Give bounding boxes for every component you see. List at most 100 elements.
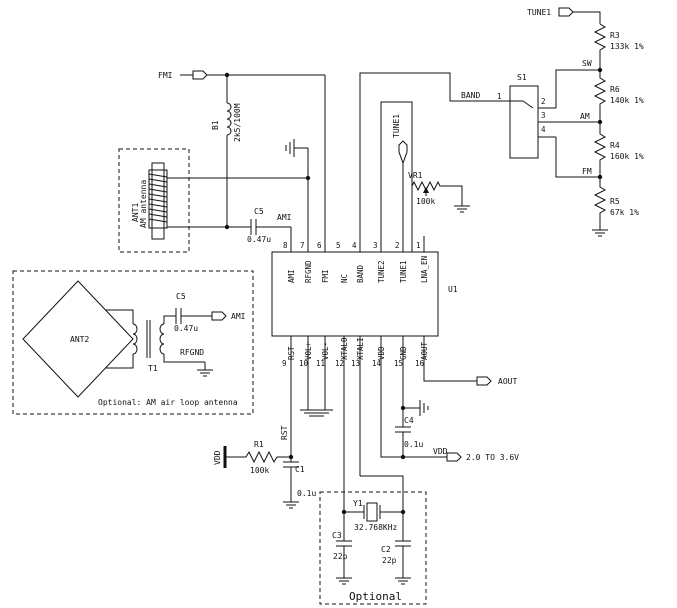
aout-net-label: AOUT: [498, 377, 517, 386]
r3-value: 133k 1%: [610, 42, 644, 51]
ic-bottom-pin-number: 13: [351, 359, 360, 368]
fmi-port: [180, 70, 208, 80]
ant1-ref: ANT1: [131, 203, 140, 222]
r4-ref: R4: [610, 141, 620, 150]
c2-ref: C2: [381, 545, 391, 554]
rst-net-label: RST: [280, 425, 289, 440]
ic-top-pin-name: AMI: [287, 269, 296, 283]
ic-bottom-pin-number: 15: [394, 359, 403, 368]
ic-top-pin-number: 4: [352, 241, 357, 250]
ant2-ref: ANT2: [70, 335, 89, 344]
tune1-net-label: TUNE1: [392, 114, 401, 138]
ic-top-pins: 8AMI7RFGND6FMI5NC4BAND3TUNE22TUNE11LNA_E…: [283, 236, 429, 283]
am-net-label: AM: [580, 112, 590, 121]
ic-bottom-pins: 9RST10VOL+11VOL-12XTALO13XTALI14VDD15GND…: [282, 337, 429, 368]
r1-resistor: [225, 450, 291, 464]
s1-band-switch: [509, 85, 539, 159]
ic-top-pin-name: BAND: [356, 264, 365, 283]
ic-bottom-pin-number: 11: [316, 359, 325, 368]
band-net-label: BAND: [461, 91, 480, 100]
supply-range-label: 2.0 TO 3.6V: [466, 453, 519, 462]
ic-top-pin-number: 5: [336, 241, 341, 250]
c2-value: 22p: [382, 556, 397, 565]
vr1-value: 100k: [416, 197, 435, 206]
vr1-ref: VR1: [408, 171, 423, 180]
vdd-supply-port: [446, 452, 462, 462]
aout-port: [476, 376, 492, 386]
ic-top-pin-number: 6: [317, 241, 322, 250]
y1-value: 32.768KHz: [354, 523, 398, 532]
r4-resistor: [593, 122, 607, 177]
ic-top-pin-number: 3: [373, 241, 378, 250]
ic-top-pin-name: TUNE2: [377, 260, 386, 283]
ic-bottom-pin-number: 16: [415, 359, 425, 368]
ic-bottom-pin-number: 10: [299, 359, 309, 368]
s1-pin-3: 3: [541, 111, 546, 120]
c1-ref: C1: [295, 465, 305, 474]
tune1-port-top: [558, 7, 574, 17]
r6-resistor: [593, 70, 607, 122]
ic-u1-body: [271, 251, 439, 337]
ic-top-pin-number: 7: [300, 241, 305, 250]
r5-value: 67k 1%: [610, 208, 639, 217]
loop-antenna-note: Optional: AM air loop antenna: [98, 398, 238, 407]
s1-pin-2: 2: [541, 97, 546, 106]
t1-primary-coil: [132, 323, 138, 355]
c5-value: 0.47u: [247, 235, 271, 244]
s1-pin-4: 4: [541, 125, 546, 134]
crystal-optional-note: Optional: [349, 590, 402, 603]
r1-value: 100k: [250, 466, 269, 475]
r3-resistor: [593, 23, 607, 70]
r5-ref: R5: [610, 197, 620, 206]
s1-ref: S1: [517, 73, 527, 82]
ic-top-pin-number: 8: [283, 241, 288, 250]
ic-top-pin-number: 1: [416, 241, 421, 250]
ic-top-pin-number: 2: [395, 241, 400, 250]
t1-ref: T1: [148, 364, 158, 373]
t1-secondary-coil: [159, 323, 165, 355]
ic-bottom-pin-number: 12: [335, 359, 344, 368]
ic-bottom-pin-number: 9: [282, 359, 287, 368]
b1-value: 2k5/100M: [233, 103, 242, 142]
c5b-value: 0.47u: [174, 324, 198, 333]
r3-ref: R3: [610, 31, 620, 40]
c4-ref: C4: [404, 416, 414, 425]
ami-net-label: AMI: [277, 213, 292, 222]
ami2-net-label: AMI: [231, 312, 246, 321]
c1-value: 0.1u: [297, 489, 316, 498]
r1-ref: R1: [254, 440, 264, 449]
ant1-ferrite-antenna: [148, 162, 168, 240]
s1-pin-1: 1: [497, 92, 502, 101]
ant1-value: AM antenna: [139, 180, 148, 228]
b1-ref: B1: [211, 120, 220, 130]
r4-value: 160k 1%: [610, 152, 644, 161]
tune1-port: [398, 140, 408, 165]
ic-top-pin-name: FMI: [321, 269, 330, 283]
fm-net-label: FM: [582, 167, 592, 176]
c5-ref: C5: [254, 207, 264, 216]
crystal-optional-box: [319, 491, 427, 605]
vdd-left-net-label: VDD: [213, 450, 222, 465]
vdd-right-net-label: VDD: [433, 447, 448, 456]
ic-top-pin-name: NC: [340, 274, 349, 283]
r5-resistor: [593, 177, 607, 230]
r6-value: 140k 1%: [610, 96, 644, 105]
ic-bottom-pin-number: 14: [372, 359, 382, 368]
y1-ref: Y1: [353, 499, 363, 508]
ami-port: [211, 311, 227, 321]
vr1-potentiometer: [411, 180, 463, 206]
c5b-ref: C5: [176, 292, 186, 301]
ant1-optional-box: [118, 148, 190, 253]
ic-top-pin-name: TUNE1: [399, 260, 408, 283]
rfgnd-net-label: RFGND: [180, 348, 204, 357]
sw-net-label: SW: [582, 59, 592, 68]
c3-ref: C3: [332, 531, 342, 540]
tune1-top-net-label: TUNE1: [527, 8, 551, 17]
c3-value: 22p: [333, 552, 348, 561]
fmi-net-label: FMI: [158, 71, 173, 80]
b1-inductor: [226, 102, 232, 136]
ic-u1-ref: U1: [448, 285, 458, 294]
ic-top-pin-name: LNA_EN: [420, 256, 429, 283]
